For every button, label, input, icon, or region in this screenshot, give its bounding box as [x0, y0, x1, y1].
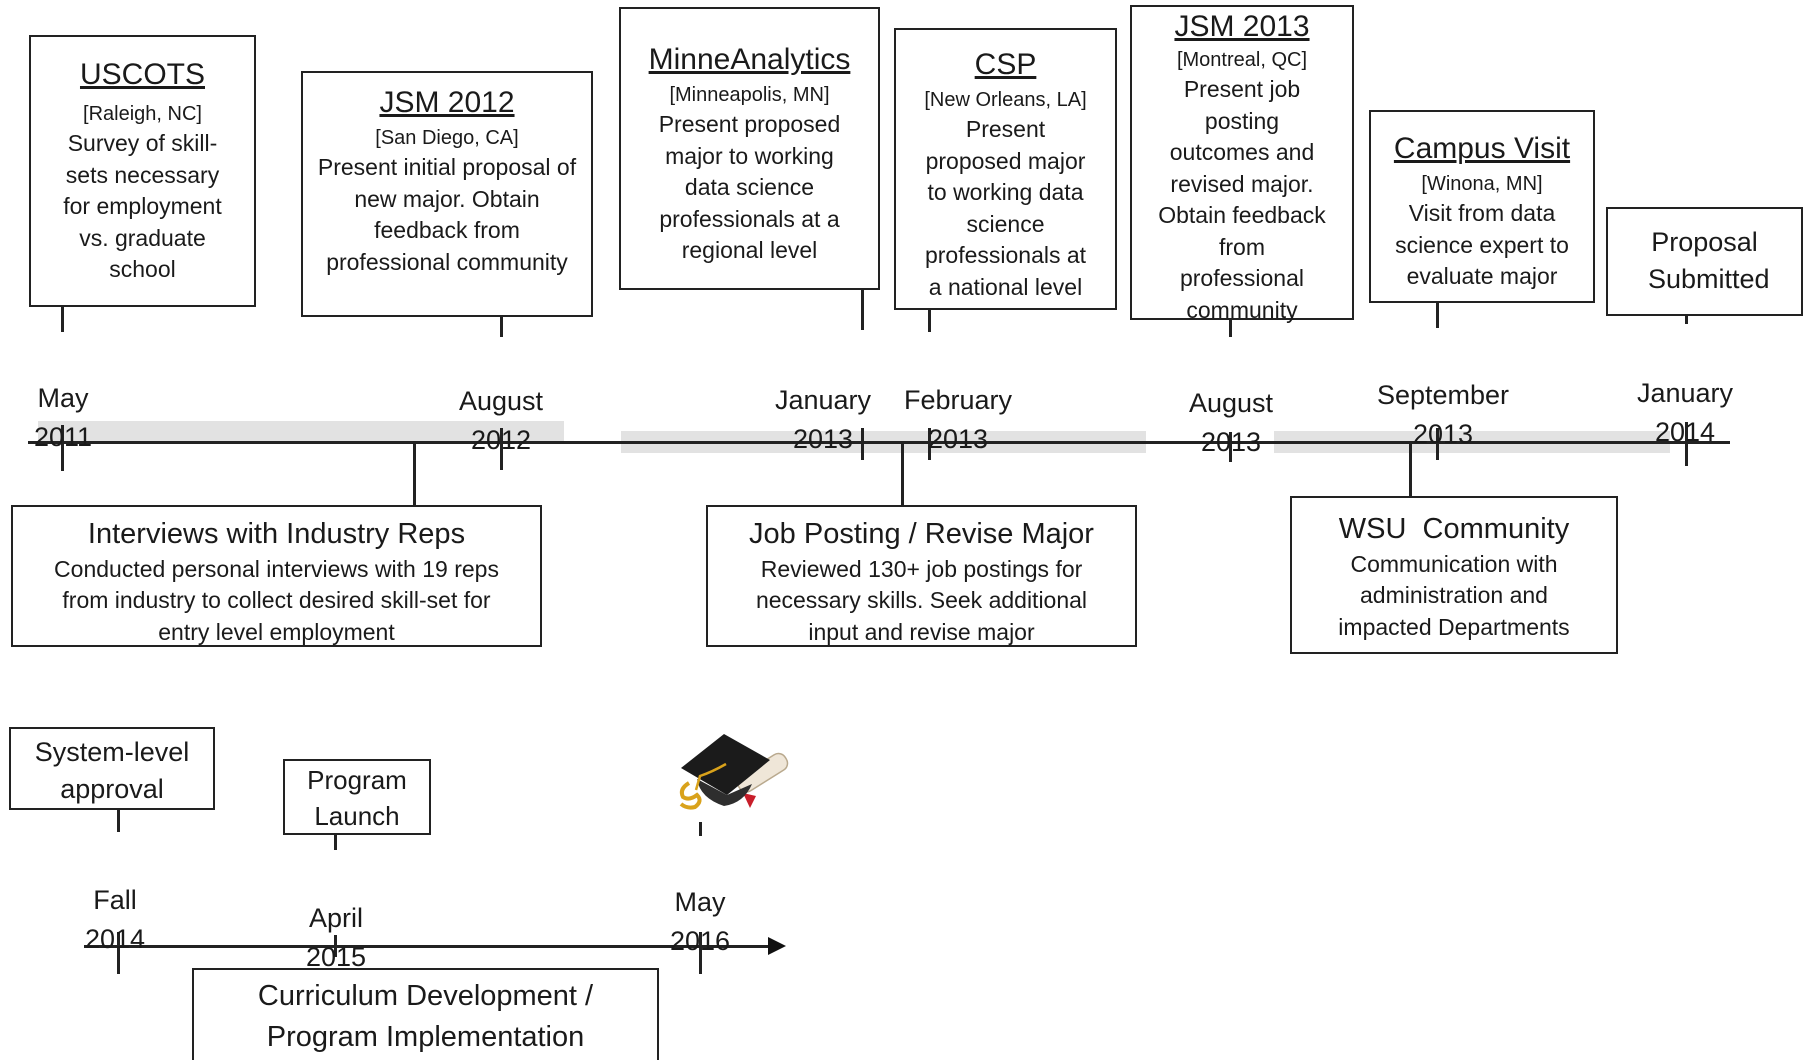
event-title: Campus Visit	[1393, 132, 1571, 165]
tick-august-2013	[1229, 432, 1232, 462]
event-title: CSP	[974, 48, 1037, 81]
connector-jsm2012	[500, 317, 503, 337]
event-box-csp: CSP [New Orleans, LA] Present proposed m…	[894, 28, 1117, 310]
period-title: Interviews with Industry Reps	[87, 518, 466, 550]
event-description: Visit from data science expert to evalua…	[1395, 200, 1569, 289]
event-title: JSM 2012	[379, 86, 515, 119]
connector-wsu-community	[1409, 443, 1412, 496]
connector-minneanalytics	[861, 290, 864, 330]
timeline-axis-top	[28, 441, 1730, 444]
event-location: [Winona, MN]	[1421, 173, 1543, 195]
period-box-job-posting: Job Posting / Revise Major Reviewed 130+…	[706, 505, 1137, 647]
tick-september-2013	[1436, 428, 1439, 460]
period-description: Reviewed 130+ job postings for necessary…	[755, 555, 1088, 645]
event-box-campus-visit: Campus Visit [Winona, MN] Visit from dat…	[1369, 110, 1595, 303]
period-description: Conducted personal interviews with 19 re…	[54, 555, 499, 645]
event-location: [Minneapolis, MN]	[669, 84, 830, 106]
timeline-axis-bottom	[84, 945, 774, 948]
event-box-jsm-2012: JSM 2012 [San Diego, CA] Present initial…	[301, 71, 593, 317]
event-description: Present proposed major to working data s…	[924, 116, 1087, 300]
tick-fall-2014	[117, 932, 120, 974]
connector-jsm2013	[1229, 320, 1232, 337]
event-title: Program Launch	[307, 765, 407, 832]
tick-may-2016	[699, 932, 702, 974]
connector-campus-visit	[1436, 303, 1439, 328]
arrowhead-icon	[768, 937, 786, 955]
period-band-interviews	[38, 421, 564, 443]
event-box-minneanalytics: MinneAnalytics [Minneapolis, MN] Present…	[619, 7, 880, 290]
event-box-program-launch: Program Launch	[283, 759, 431, 835]
connector-graduation	[699, 822, 702, 836]
period-title: Curriculum Development / Program Impleme…	[257, 980, 594, 1054]
event-location: [New Orleans, LA]	[924, 89, 1087, 111]
tick-may-2011	[61, 425, 64, 471]
tick-august-2012	[500, 428, 503, 470]
period-description: Communication with administration and im…	[1338, 550, 1570, 640]
event-description: Present proposed major to working data s…	[658, 111, 841, 263]
event-location: [Montreal, QC]	[1176, 49, 1308, 71]
period-title: Job Posting / Revise Major	[749, 518, 1094, 550]
connector-proposal	[1685, 316, 1688, 324]
event-box-proposal-submitted: Proposal Submitted	[1606, 207, 1803, 316]
event-box-jsm-2013: JSM 2013 [Montreal, QC] Present job post…	[1130, 5, 1354, 323]
period-title: WSU Community	[1338, 513, 1570, 545]
event-description: Present initial proposal of new major. O…	[317, 154, 577, 275]
connector-program-launch	[334, 834, 337, 850]
event-title: System-level approval	[34, 737, 190, 804]
tick-january-2014	[1685, 422, 1688, 466]
tick-january-2013	[861, 428, 864, 460]
event-box-uscots: USCOTS [Raleigh, NC] Survey of skill-set…	[29, 35, 256, 307]
period-box-curriculum-development: Curriculum Development / Program Impleme…	[192, 968, 659, 1060]
period-box-interviews: Interviews with Industry Reps Conducted …	[11, 505, 542, 647]
period-box-wsu-community: WSU Community Communication with adminis…	[1290, 496, 1618, 654]
connector-system-level	[117, 810, 120, 832]
event-box-system-level-approval: System-level approval	[9, 727, 215, 810]
event-location: [San Diego, CA]	[375, 127, 519, 149]
event-title: Proposal Submitted	[1648, 227, 1770, 294]
connector-job-posting	[901, 443, 904, 505]
event-title: USCOTS	[79, 58, 205, 91]
event-description: Present job posting outcomes and revised…	[1158, 76, 1326, 323]
event-description: Survey of skill-sets necessary for emplo…	[63, 130, 222, 282]
event-title: MinneAnalytics	[648, 43, 851, 76]
event-location: [Raleigh, NC]	[83, 103, 202, 125]
event-title: JSM 2013	[1174, 10, 1310, 43]
tick-february-2013	[928, 428, 931, 460]
connector-csp	[928, 310, 931, 332]
connector-uscots	[61, 307, 64, 332]
connector-interviews	[413, 443, 416, 505]
tick-april-2015	[334, 935, 337, 957]
graduation-cap-diploma-icon-shapes	[679, 734, 789, 810]
